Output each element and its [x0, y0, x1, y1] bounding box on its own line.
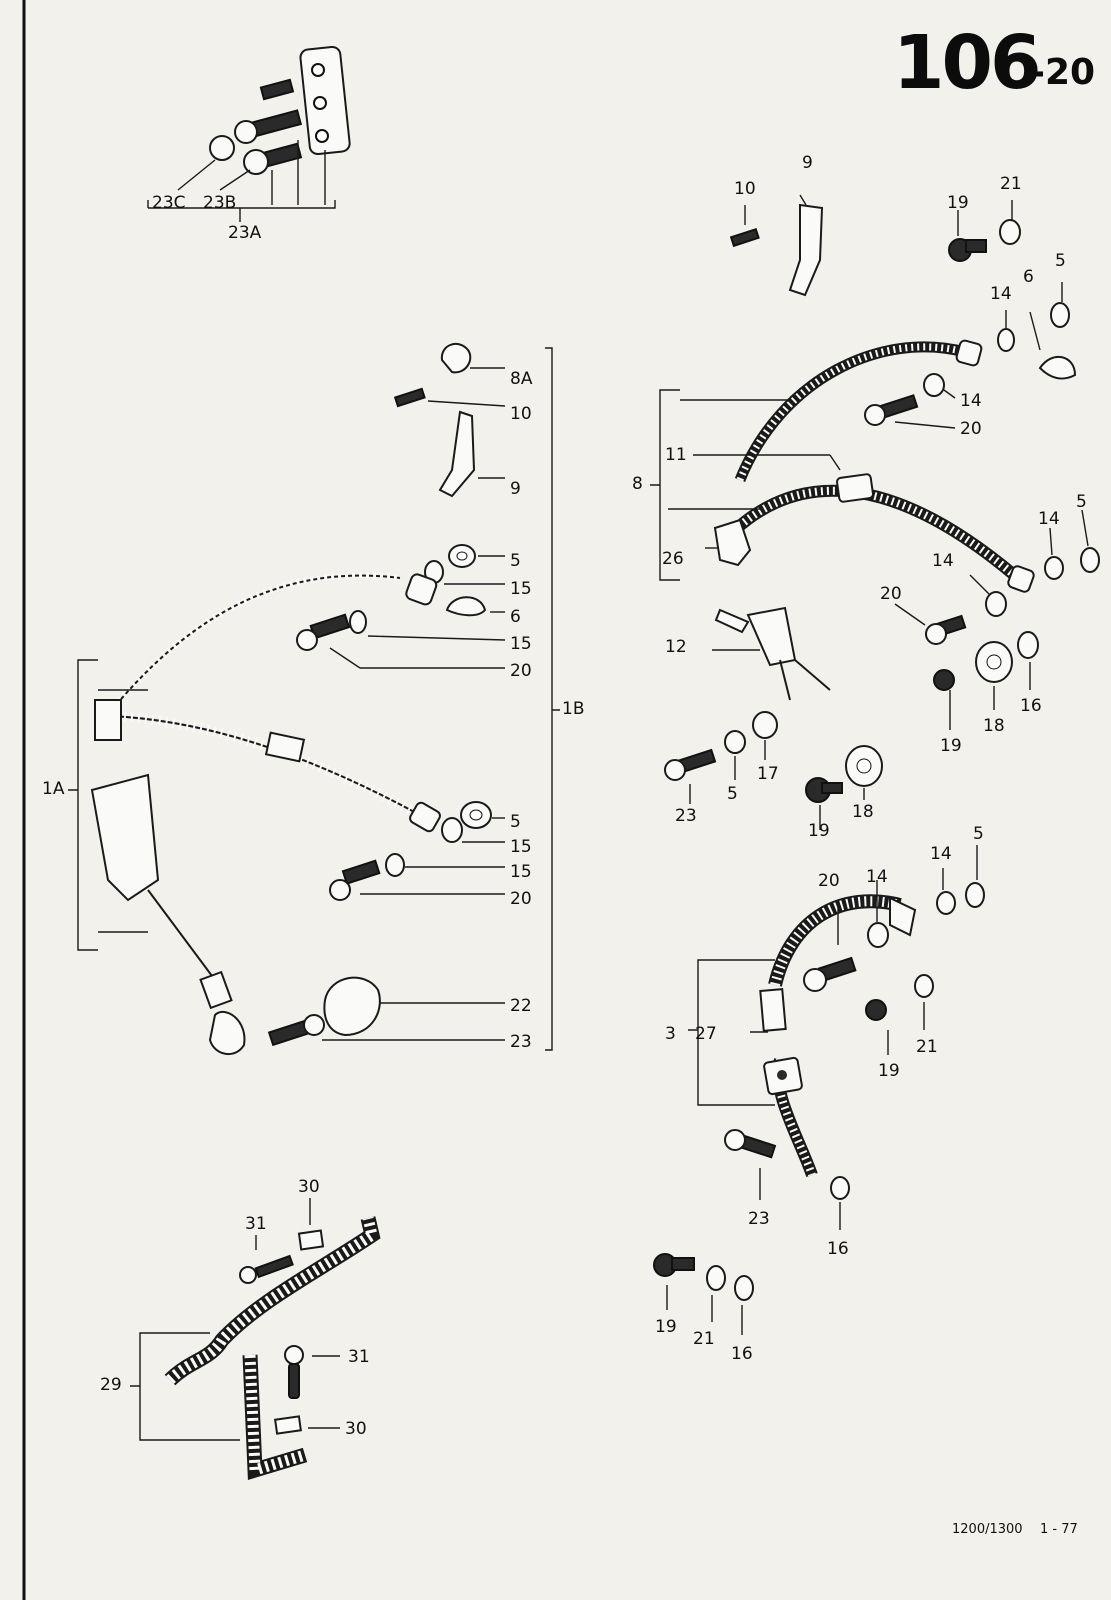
buckle-12-assembly [664, 606, 883, 830]
callout-5: 5 [510, 812, 521, 832]
callout-23a: 23A [228, 223, 262, 243]
bracket-23a-assembly [147, 45, 351, 222]
callout-11: 11 [665, 445, 687, 465]
callout-5: 5 [1055, 251, 1066, 271]
callout-23b: 23B [203, 193, 237, 213]
callout-19: 19 [808, 821, 830, 841]
callout-19: 19 [947, 193, 969, 213]
callout-1b: 1B [562, 699, 585, 719]
callout-27: 27 [695, 1024, 717, 1044]
callout-8a: 8A [510, 369, 533, 389]
hook-9-screw-10 [729, 194, 824, 297]
callout-19: 19 [940, 736, 962, 756]
bracket-29-assembly [130, 1198, 381, 1480]
callout-15: 15 [510, 579, 532, 599]
callout-21: 21 [916, 1037, 938, 1057]
callout-16: 16 [827, 1239, 849, 1259]
callout-9: 9 [802, 153, 813, 173]
callout-1a: 1A [42, 779, 65, 799]
callout-14: 14 [990, 284, 1012, 304]
callout-20: 20 [510, 661, 532, 681]
callout-10: 10 [734, 179, 756, 199]
seat-belt-8-assembly [650, 200, 1100, 730]
footer-date: 1 - 77 [1040, 1522, 1078, 1537]
callout-5: 5 [727, 784, 738, 804]
callout-14: 14 [930, 844, 952, 864]
callout-6: 6 [1023, 267, 1034, 287]
callout-22: 22 [510, 996, 532, 1016]
seat-belt-3-assembly [653, 845, 985, 1335]
callout-10: 10 [510, 404, 532, 424]
callout-15: 15 [510, 634, 532, 654]
callout-16: 16 [731, 1344, 753, 1364]
callout-30: 30 [298, 1177, 320, 1197]
callout-8: 8 [632, 474, 643, 494]
callout-26: 26 [662, 549, 684, 569]
callout-14: 14 [1038, 509, 1060, 529]
callout-20: 20 [880, 584, 902, 604]
footer-model: 1200/1300 [952, 1522, 1023, 1537]
callout-5: 5 [973, 824, 984, 844]
callout-30: 30 [345, 1419, 367, 1439]
callout-6: 6 [510, 607, 521, 627]
callout-12: 12 [665, 637, 687, 657]
callout-16: 16 [1020, 696, 1042, 716]
callout-15: 15 [510, 862, 532, 882]
callout-23: 23 [675, 806, 697, 826]
callout-14: 14 [932, 551, 954, 571]
callout-15: 15 [510, 837, 532, 857]
callout-14: 14 [866, 867, 888, 887]
callout-23c: 23C [152, 193, 186, 213]
callout-21: 21 [1000, 174, 1022, 194]
callout-9: 9 [510, 479, 521, 499]
page-number: 106 [893, 20, 1041, 106]
callout-5: 5 [510, 551, 521, 571]
callout-23: 23 [748, 1209, 770, 1229]
callout-31: 31 [245, 1214, 267, 1234]
callout-19: 19 [878, 1061, 900, 1081]
callout-14: 14 [960, 391, 982, 411]
callout-29: 29 [100, 1375, 122, 1395]
callout-20: 20 [818, 871, 840, 891]
callout-31: 31 [348, 1347, 370, 1367]
callout-23: 23 [510, 1032, 532, 1052]
seat-belt-1b-assembly [68, 342, 560, 1055]
callout-20: 20 [510, 889, 532, 909]
callout-19: 19 [655, 1317, 677, 1337]
callout-21: 21 [693, 1329, 715, 1349]
page-suffix: -20 [1030, 52, 1096, 93]
callout-17: 17 [757, 764, 779, 784]
callout-5: 5 [1076, 492, 1087, 512]
callout-3: 3 [665, 1024, 676, 1044]
callout-18: 18 [983, 716, 1005, 736]
callout-18: 18 [852, 802, 874, 822]
callout-20: 20 [960, 419, 982, 439]
